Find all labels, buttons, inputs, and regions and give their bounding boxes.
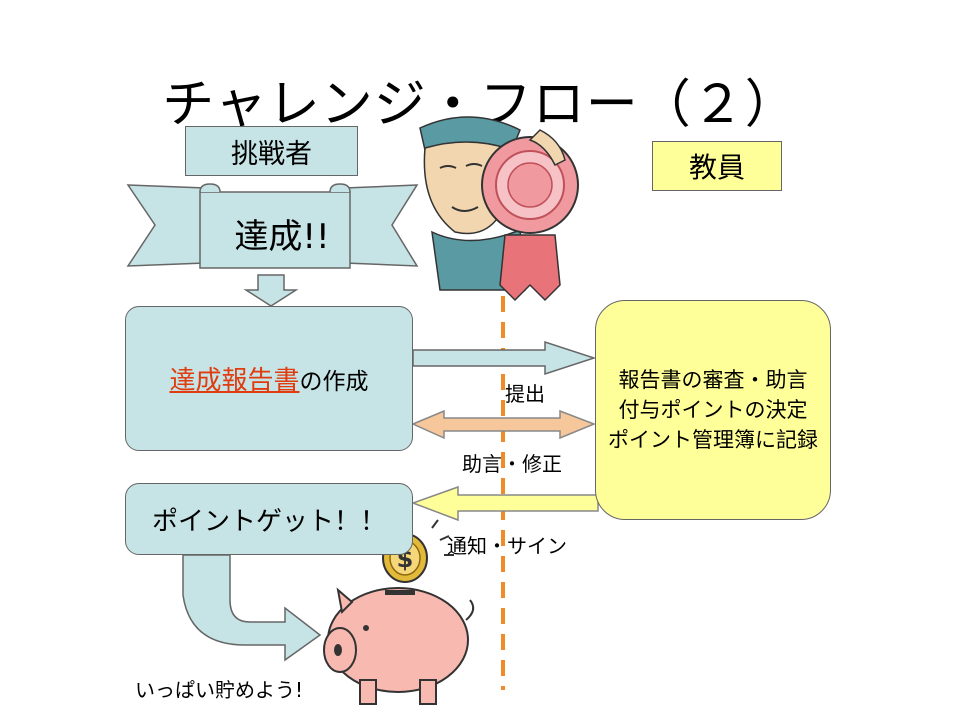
- submit-label: 提出: [505, 382, 545, 406]
- curved-arrow: [182, 554, 322, 662]
- report-highlight: 達成報告書: [169, 366, 300, 396]
- winner-with-ribbon: [419, 116, 579, 302]
- achieved-banner-text: 達成!!: [234, 216, 330, 257]
- submit-arrow: [412, 340, 597, 376]
- piggy-caption: いっぱい貯めよう!: [135, 678, 304, 702]
- down-arrow-icon: [243, 274, 299, 307]
- lane-challenger: 挑戦者: [185, 126, 358, 176]
- piggy-bank-icon: [323, 587, 475, 705]
- report-box: 達成報告書の作成: [125, 306, 413, 451]
- notify-label: 通知・サイン: [447, 534, 567, 558]
- achievement-banner: [126, 183, 419, 269]
- review-line-2: 付与ポイントの決定: [618, 398, 808, 422]
- report-suffix: の作成: [299, 368, 369, 395]
- lane-teacher: 教員: [652, 141, 782, 191]
- review-line-1: 報告書の審査・助言: [618, 368, 808, 392]
- advice-double-arrow: [411, 409, 597, 440]
- review-box: 報告書の審査・助言 付与ポイントの決定 ポイント管理簿に記録: [595, 300, 831, 520]
- review-line-3: ポイント管理簿に記録: [608, 428, 818, 452]
- notify-arrow: [410, 485, 599, 522]
- advice-label: 助言・修正: [462, 452, 562, 476]
- points-box: ポイントゲット！！: [125, 483, 413, 555]
